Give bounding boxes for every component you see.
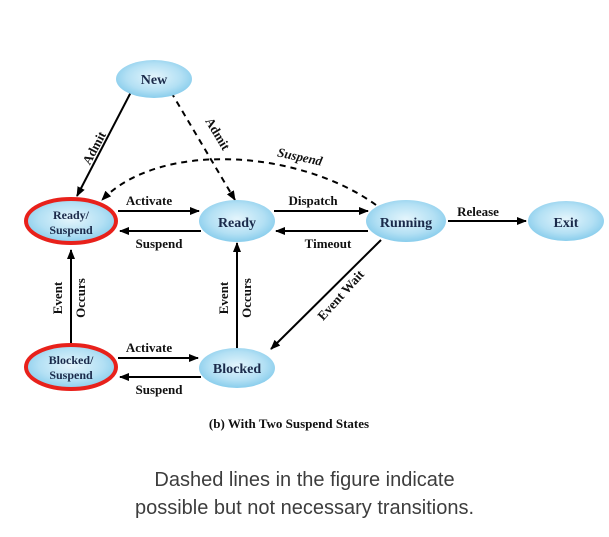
label-activate-top: Activate — [126, 193, 172, 208]
label-admit-left: Admit — [79, 128, 109, 167]
label-admit-dashed: Admit — [202, 115, 233, 154]
label-release: Release — [457, 204, 499, 219]
label-event-wait: Event Wait — [314, 266, 367, 323]
node-ready-suspend: Ready/ Suspend — [24, 197, 118, 245]
label-event-occurs-mid-line1: Event — [216, 281, 231, 314]
edge-suspend-running-to-ready-suspend-dashed — [101, 158, 377, 206]
node-ready: Ready — [199, 200, 275, 242]
node-exit: Exit — [528, 201, 604, 241]
label-suspend-bottom: Suspend — [136, 382, 184, 397]
node-ready-suspend-label-line1: Ready/ — [53, 208, 90, 222]
node-new: New — [116, 60, 192, 98]
label-suspend-top: Suspend — [136, 236, 184, 251]
node-new-label: New — [141, 73, 168, 88]
node-blocked-suspend-label-line1: Blocked/ — [49, 353, 94, 367]
node-exit-label: Exit — [554, 216, 579, 231]
node-blocked-suspend: Blocked/ Suspend — [24, 343, 118, 391]
note-line-1: Dashed lines in the figure indicate — [154, 469, 455, 491]
note-text: Dashed lines in the figure indicate poss… — [0, 466, 609, 522]
edge-admit-new-to-ready-suspend — [76, 91, 132, 197]
label-event-occurs-left-line1: Event — [50, 281, 65, 314]
node-ready-suspend-label-line2: Suspend — [49, 223, 93, 237]
node-running: Running — [366, 200, 446, 242]
figure-caption: (b) With Two Suspend States — [209, 416, 369, 431]
label-dispatch: Dispatch — [288, 193, 338, 208]
node-running-label: Running — [380, 216, 432, 231]
label-activate-bottom: Activate — [126, 340, 172, 355]
label-event-occurs-mid-line2: Occurs — [239, 278, 254, 318]
edge-event-wait — [270, 239, 382, 350]
node-blocked: Blocked — [199, 348, 275, 388]
label-event-occurs-left-line2: Occurs — [73, 278, 88, 318]
node-blocked-label: Blocked — [213, 362, 261, 377]
node-blocked-suspend-label-line2: Suspend — [49, 368, 93, 382]
edge-admit-new-to-ready-dashed — [170, 91, 236, 201]
edges — [67, 91, 527, 381]
label-timeout: Timeout — [305, 236, 352, 251]
node-ready-label: Ready — [218, 216, 256, 231]
note-line-2: possible but not necessary transitions. — [134, 497, 475, 519]
